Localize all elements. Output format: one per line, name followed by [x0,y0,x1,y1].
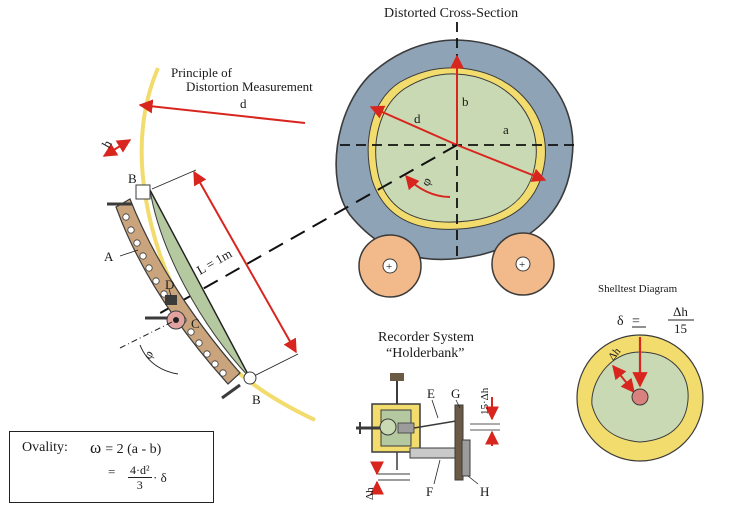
pivot-dashdot-line [119,319,177,349]
shelltest-title: Shelltest Diagram [598,283,678,295]
roller-right-symbol: + [519,259,525,271]
roller-left-symbol: + [386,261,392,273]
cs-label-a: a [503,122,509,137]
L-arrow [193,170,297,354]
fitting-B-bottom [243,371,257,385]
L-label: L = 1m [194,246,234,278]
shelltest-formula-lhs: δ [617,314,624,329]
label-A: A [104,249,114,264]
principle-title-line1: Principle of [171,65,233,80]
recorder-title-line1: Recorder System [378,330,474,345]
shelltest-center [631,388,649,406]
cs-label-d: d [414,111,421,126]
rec-label-15dh: 15·Δh [479,387,491,415]
principle-label-d: d [240,96,247,111]
h-label: h [99,137,115,151]
ovality-tail: · δ [153,470,167,485]
dial-D [165,295,177,305]
ovality-fraction-denominator: 3 [136,478,143,492]
recorder-mechanism [356,373,471,481]
pivot-label-phi: φ [140,347,157,361]
pivot-C-center [173,317,179,323]
rec-leader-G [455,399,461,409]
shelltest-formula-num: Δh [673,304,688,319]
rec-label-G: G [451,386,460,401]
ovality-formula-box: Ovality: ω= 2 (a - b) = 4·d² 3 · δ [9,431,214,503]
ovality-line1-expression: = 2 (a - b) [105,442,162,457]
cross-section-title: Distorted Cross-Section [384,6,518,21]
recorder-title-line2: “Holderbank” [386,346,465,361]
ovality-fraction-numerator: 4·d² [128,463,152,478]
rec-leader-F [433,459,441,485]
label-C: C [191,316,200,331]
leader-D [168,288,172,297]
h-arrow [102,139,132,157]
shelltest-diagonal-arrow [612,364,635,394]
pivot-angle-arc [139,344,179,375]
label-B-bottom: B [252,392,261,407]
ovality-fraction: 4·d² 3 [128,463,152,492]
label-B-top: B [128,171,137,186]
rec-leader-H [467,475,479,485]
shell-yellow-arc [139,67,316,422]
roller-right: + [491,232,555,296]
cs-label-b: b [462,94,469,109]
leader-A [119,249,139,257]
rec-label-E: E [427,386,435,401]
rec-leader-E [431,399,439,419]
roller-left: + [358,234,422,298]
fitting-B-top [135,184,151,200]
L-extension-top [151,169,197,190]
principle-arrow-d [138,99,306,124]
ovality-line1: ω= 2 (a - b) [90,438,161,458]
shelltest-formula-den: 15 [674,321,687,336]
measuring-arm [115,198,241,385]
bolt-bottom [221,383,241,400]
label-D: D [165,277,174,292]
ovality-label: Ovality: [22,440,68,455]
cs-angle-arc [405,174,451,198]
cs-arrow-a [456,144,547,182]
shelltest-formula-eq: = [632,314,640,329]
rec-label-F: F [426,484,433,499]
ovality-eq2: = [108,464,116,479]
rec-label-H: H [480,484,489,499]
L-extension-bottom [253,353,299,377]
ovality-omega: ω [90,438,102,457]
principle-title-line2: Distortion Measurement [186,79,313,94]
cs-arrow-d [369,105,458,146]
rec-label-dh: Δh [364,487,376,500]
